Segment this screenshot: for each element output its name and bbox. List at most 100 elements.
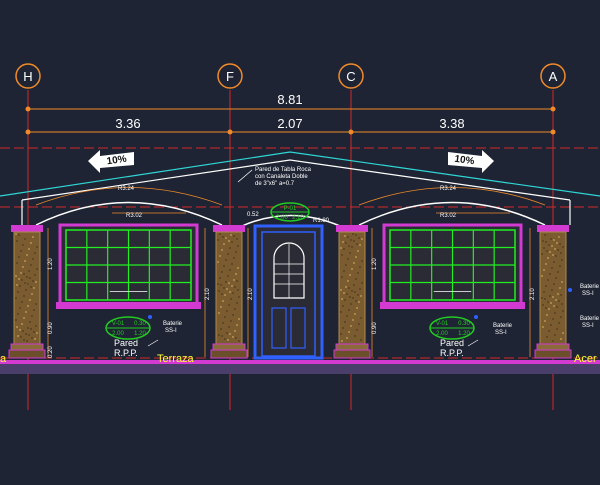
dimension-tick — [25, 106, 31, 112]
arch-dim-right — [358, 187, 546, 206]
pier-column — [534, 225, 572, 359]
pier-speck — [349, 296, 351, 298]
pier-speck — [35, 281, 37, 283]
pier-speck — [343, 292, 345, 294]
pier-speck — [559, 287, 561, 289]
slope-right-label: 10% — [454, 154, 475, 168]
pier-speck — [349, 274, 351, 276]
pier-speck — [340, 311, 342, 313]
pier-speck — [356, 307, 358, 309]
pier-speck — [238, 296, 240, 298]
axis-bubble-ring — [15, 63, 41, 89]
pier-speck — [557, 249, 559, 251]
dimension-tick — [550, 106, 556, 112]
pier-speck — [340, 289, 342, 291]
pier-speck — [234, 286, 236, 288]
pier-speck — [30, 328, 32, 330]
pier-speck — [354, 291, 356, 293]
axis-bubble-a[interactable]: A — [540, 63, 566, 89]
roof-note-line-1: Pared de Tabla Roca — [255, 167, 312, 173]
arch-left — [35, 201, 223, 226]
note-marker — [568, 288, 572, 292]
wall-code: R.P.P. — [114, 348, 138, 358]
door — [253, 224, 324, 360]
pier-speck — [340, 333, 342, 335]
pier-speck — [360, 339, 362, 341]
slope-left-label: 10% — [106, 154, 127, 168]
pier-speck — [35, 303, 37, 305]
slope-arrow-left: 10% — [88, 150, 134, 173]
pier-speck — [544, 234, 546, 236]
dim-window-height: 1.20 — [48, 258, 54, 270]
pier-speck — [224, 338, 226, 340]
pier-speck — [235, 251, 237, 253]
pier-speck — [558, 300, 560, 302]
pier-speck — [545, 241, 547, 243]
wall-label: Pared — [114, 338, 138, 348]
pier-speck — [550, 302, 552, 304]
pier-speck — [543, 291, 545, 293]
pier-speck — [22, 244, 24, 246]
wall-code: R.P.P. — [440, 348, 464, 358]
dimension-total-label: 8.81 — [277, 92, 302, 107]
pier-speck — [341, 340, 343, 342]
dim-door-height: 2.10 — [248, 288, 254, 300]
pier-speck — [554, 248, 556, 250]
arch-dim-left — [35, 187, 223, 206]
battery-code: SS-I — [582, 323, 594, 329]
door-tag: P-01 2.00 2.10 — [270, 202, 310, 222]
pier-speck — [356, 243, 358, 245]
pier-speck — [231, 263, 233, 265]
pier-speck — [217, 283, 219, 285]
roof — [0, 151, 600, 225]
tag-width: 2.00 — [436, 331, 448, 337]
battery-code: SS-I — [582, 291, 594, 297]
pier-speck — [357, 272, 359, 274]
pier-speck — [552, 296, 554, 298]
pier-speck — [549, 295, 551, 297]
tag-value: 0.30 — [458, 321, 470, 327]
pier-speck — [232, 314, 234, 316]
pier-speck — [17, 291, 19, 293]
dim-pier-height-right: 2.10 — [530, 288, 536, 300]
wall-note-left: Pared R.P.P. — [114, 338, 159, 358]
pier-speck — [220, 306, 222, 308]
pier-speck — [559, 243, 561, 245]
arch-label-door-right: R1.80 — [313, 218, 330, 224]
dim-sill-height: 0.90 — [48, 322, 54, 334]
pier-speck — [545, 285, 547, 287]
pier-speck — [355, 300, 357, 302]
pier-speck — [228, 326, 230, 328]
pier-speck — [359, 288, 361, 290]
pier-speck — [15, 275, 17, 277]
arch-right — [358, 201, 546, 226]
door-panel-left — [271, 307, 287, 349]
roof-note-line-2: con Canaleta Doble — [255, 174, 308, 180]
pier-speck — [220, 328, 222, 330]
pier-speck — [355, 234, 357, 236]
pier-speck — [347, 280, 349, 282]
pier-speck — [26, 340, 28, 342]
axis-bubble-f[interactable]: F — [217, 63, 243, 89]
pier-speck — [234, 308, 236, 310]
pier-speck — [24, 260, 26, 262]
dim-base-height: 0.20 — [48, 346, 54, 358]
axis-bubble-c[interactable]: C — [338, 63, 364, 89]
pier-speck — [541, 275, 543, 277]
battery-label: Baterie — [163, 321, 183, 327]
pier-speck — [30, 286, 32, 288]
pier-speck — [27, 283, 29, 285]
pier-speck — [33, 287, 35, 289]
pier-texture — [541, 234, 564, 342]
pier-speck — [19, 307, 21, 309]
door-glass-bars — [274, 244, 304, 298]
pier-speck — [23, 273, 25, 275]
pier-speck — [547, 257, 549, 259]
pier-speck — [552, 318, 554, 320]
axis-bubble-h[interactable]: H — [15, 63, 41, 89]
pier-speck — [559, 265, 561, 267]
pier-speck — [341, 254, 343, 256]
arch-label-radius-right: R3.02 — [440, 213, 457, 219]
pier-speck — [345, 286, 347, 288]
